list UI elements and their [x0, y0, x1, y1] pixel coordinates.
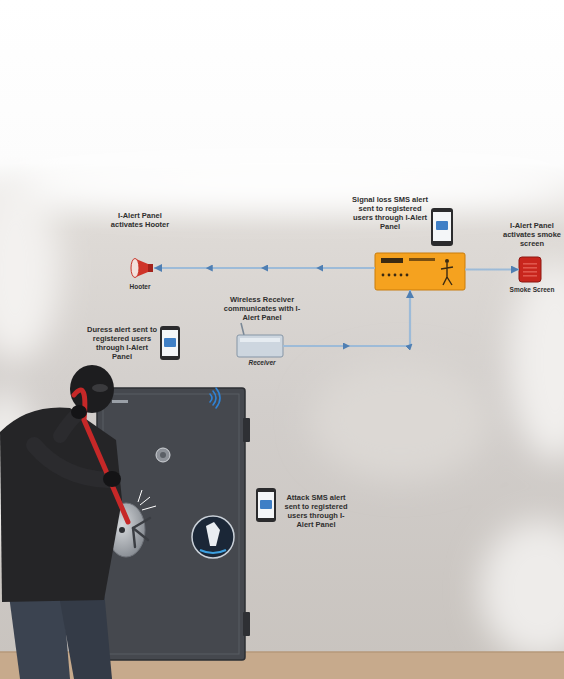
- receiver-body: [237, 335, 283, 357]
- component-label: Smoke Screen: [500, 286, 564, 294]
- sms-symbol: [260, 500, 272, 509]
- keyhole: [119, 527, 125, 533]
- component-node: Wireless Receiver communicates with I-Al…: [222, 296, 302, 372]
- phone-icon: [160, 326, 180, 360]
- thief-body: [0, 408, 122, 603]
- safe-badge: [112, 400, 128, 403]
- phone-icon: [431, 208, 453, 246]
- panel-led: [388, 274, 391, 277]
- phone-screen: [162, 330, 178, 356]
- component-symbol: [126, 258, 154, 278]
- wifi-symbol: [210, 388, 220, 408]
- smoke-vent: [523, 275, 537, 277]
- panel-display: [381, 258, 403, 263]
- component-symbol: [519, 257, 541, 282]
- phone-body: [431, 208, 453, 246]
- fog-cloud: [0, 180, 60, 360]
- phone-screen: [258, 492, 274, 518]
- safe-hinge: [243, 612, 250, 636]
- thief-mask-eyes: [92, 384, 108, 392]
- safe: [97, 388, 250, 660]
- fog-cloud: [10, 163, 564, 207]
- callout-text: Wireless Receiver communicates with I-Al…: [222, 296, 302, 323]
- sms-symbol: [164, 338, 176, 347]
- fog-cloud: [480, 520, 564, 660]
- panel-figure-head: [445, 259, 449, 263]
- component-symbol: [237, 335, 283, 357]
- impact-cracks: [138, 490, 156, 510]
- sticker-band: [200, 550, 226, 553]
- component-panel: [375, 253, 465, 290]
- wifi-arc: [210, 394, 212, 402]
- thief: [0, 365, 128, 679]
- panel-led: [382, 274, 385, 277]
- sms-symbol: [436, 221, 448, 230]
- safe-dial-center: [160, 452, 166, 458]
- handle-spoke: [133, 518, 150, 528]
- phone-icon: [256, 488, 276, 522]
- signal-connector: [465, 268, 519, 270]
- receiver-antenna: [241, 323, 244, 335]
- component-node: I-Alert Panel activates smoke screenSmok…: [500, 222, 564, 302]
- component-hooter: [126, 258, 154, 278]
- component-node: I-Alert Panel activates HooterHooter: [98, 212, 182, 298]
- panel-led: [394, 274, 397, 277]
- hooter-mouth: [131, 259, 139, 278]
- component-symbol: [375, 253, 465, 290]
- wifi-arc: [213, 391, 216, 405]
- safe-door: [97, 388, 245, 660]
- handle-spoke: [133, 528, 135, 547]
- panel-led: [406, 274, 409, 277]
- phone-body: [160, 326, 180, 360]
- safe-panel: [103, 394, 239, 654]
- fog-cloud: [310, 360, 490, 480]
- component-node: Signal loss SMS alert sent to registered…: [340, 196, 470, 292]
- callout-text: I-Alert Panel activates smoke screen: [500, 222, 564, 249]
- panel-body: [375, 253, 465, 290]
- component-label: Receiver: [222, 359, 302, 367]
- smoke-vent: [523, 271, 537, 273]
- thief-glove: [71, 405, 87, 419]
- safe-handle: [133, 518, 150, 547]
- component-label: Hooter: [98, 283, 182, 291]
- safe-hinge: [243, 418, 250, 442]
- signal-connector: [154, 267, 375, 269]
- receiver-highlight: [240, 338, 280, 342]
- callout-text: Attack SMS alert sent to registered user…: [279, 494, 353, 529]
- sticker: [192, 516, 234, 558]
- panel-figure: [441, 263, 453, 285]
- signal-connector: [283, 290, 410, 346]
- component-smoke: [519, 257, 541, 282]
- sticker-figure: [206, 522, 220, 546]
- component-receiver: [237, 335, 283, 357]
- phone-body: [256, 488, 276, 522]
- thief-glove: [103, 471, 121, 487]
- callout-text: Duress alert sent to registered users th…: [86, 326, 158, 361]
- callout-text: Signal loss SMS alert sent to registered…: [348, 196, 432, 231]
- callout-text: I-Alert Panel activates Hooter: [110, 212, 170, 230]
- panel-led: [400, 274, 403, 277]
- smoke-unit: [519, 257, 541, 282]
- smoke-vent: [523, 263, 537, 265]
- panel-strip: [409, 258, 435, 261]
- safe-dial: [156, 448, 170, 462]
- wifi-arc: [216, 388, 220, 408]
- hooter-base: [148, 264, 153, 272]
- crack: [138, 490, 156, 510]
- phone-screen: [433, 212, 451, 241]
- smoke-vent: [523, 267, 537, 269]
- fog: [0, 163, 564, 660]
- thief-leg: [58, 590, 112, 679]
